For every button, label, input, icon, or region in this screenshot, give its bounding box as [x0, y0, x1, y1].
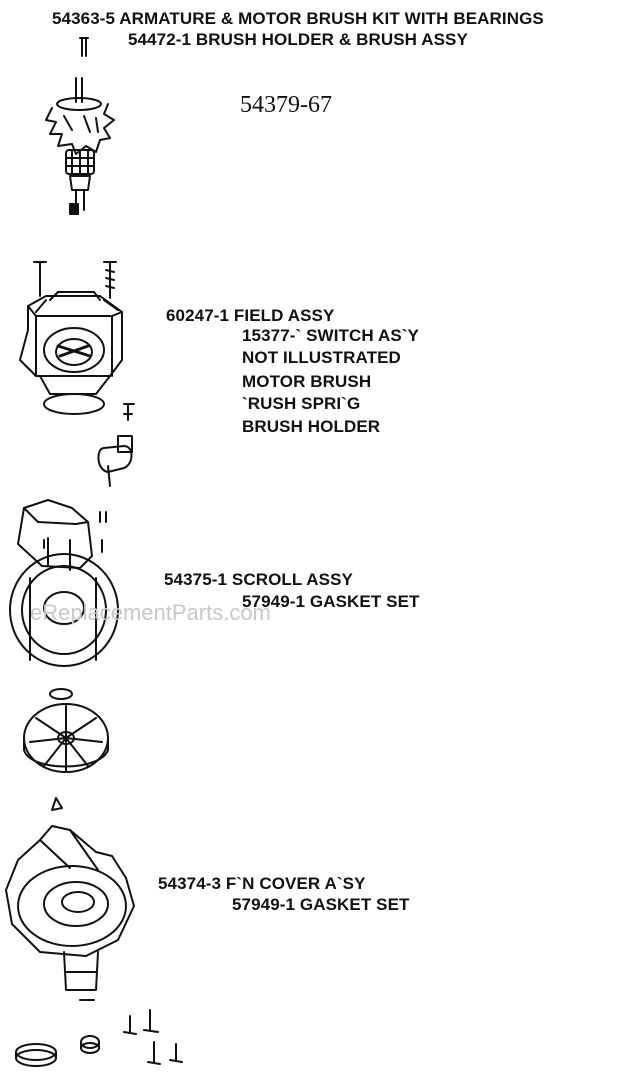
armature-part [45, 77, 115, 215]
brush-holder-part [97, 403, 135, 487]
pin-part [79, 37, 89, 57]
field-screws [33, 261, 117, 299]
header-line-2: 54472-1 BRUSH HOLDER & BRUSH ASSY [128, 30, 468, 49]
motor-brush-label: MOTOR BRUSH [242, 372, 372, 391]
field-assy-label: 60247-1 FIELD ASSY [166, 306, 335, 325]
switch-assy-label: 15377-` SWITCH AS`Y [242, 326, 419, 345]
watermark-text: eReplacementParts.com [30, 600, 271, 625]
fan-cover-part [5, 825, 135, 1001]
fan-cover-gasket-label: 57949-1 GASKET SET [232, 895, 410, 914]
not-illustrated-label: NOT ILLUSTRATED [242, 348, 401, 367]
header-line-1: 54363-5 ARMATURE & MOTOR BRUSH KIT WITH … [52, 9, 544, 28]
fan-cover-assy-label: 54374-3 F`N COVER A`SY [158, 874, 366, 893]
scroll-gasket-label: 57949-1 GASKET SET [242, 592, 420, 611]
armature-part-number: 54379-67 [240, 92, 332, 118]
brush-spring-label: `RUSH SPRI`G [242, 394, 361, 413]
brush-holder-label: BRUSH HOLDER [242, 417, 381, 436]
fan-part [23, 688, 109, 811]
scroll-assy-label: 54375-1 SCROLL ASSY [164, 570, 353, 589]
scroll-assembly-part [9, 499, 119, 667]
field-assembly-part [19, 291, 123, 415]
bottom-hardware [15, 1009, 183, 1067]
